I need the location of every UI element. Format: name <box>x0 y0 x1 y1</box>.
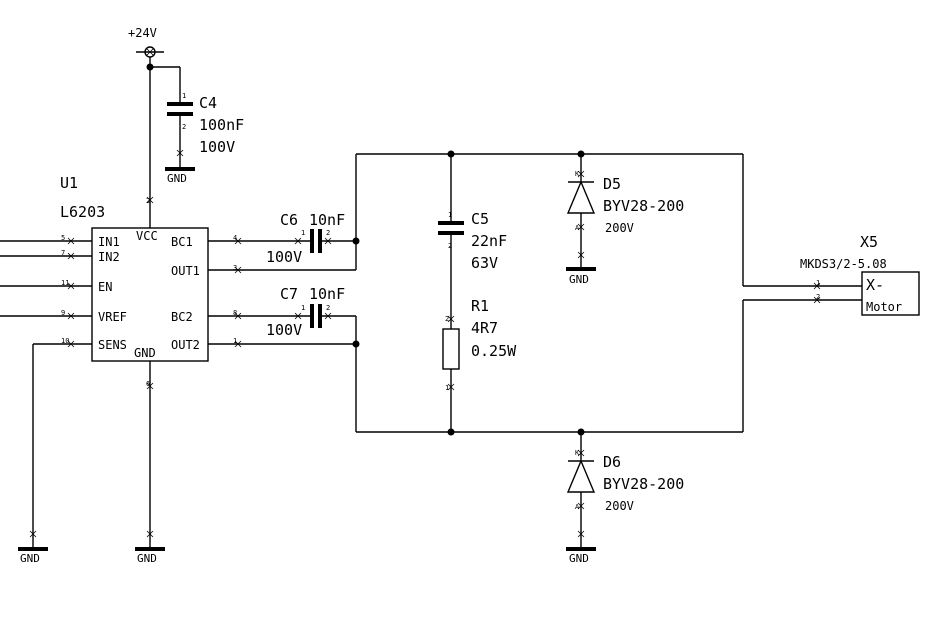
d6-ref: D6 <box>603 453 621 471</box>
capacitor-c4: 1 2 C4 100nF 100V GND <box>165 92 244 185</box>
c4-ref: C4 <box>199 94 217 112</box>
u1-pin-out2: OUT2 <box>171 338 200 352</box>
u1-pin-number-sens: 10 <box>61 337 69 345</box>
u1-pin-gnd: GND <box>134 346 156 360</box>
x5-pin2: 2 <box>816 293 820 301</box>
diode-d6: K A D6 BYV28-200 200V GND <box>566 432 684 565</box>
d5-gnd-label: GND <box>569 273 589 286</box>
d5-pin-a: A <box>575 224 580 232</box>
c5-pin1: 1 <box>448 211 452 219</box>
supply-24v: +24V <box>128 26 164 58</box>
u1-gnd-label: GND <box>137 552 157 565</box>
d6-gnd-label: GND <box>569 552 589 565</box>
r1-power: 0.25W <box>471 342 517 360</box>
c7-value: 10nF <box>309 285 345 303</box>
d6-voltage: 200V <box>605 499 634 513</box>
c6-pin1: 1 <box>301 229 305 237</box>
d5-triangle <box>566 180 596 214</box>
c7-pin2: 2 <box>326 304 330 312</box>
c6-pin2: 2 <box>326 229 330 237</box>
junction-dot <box>352 237 360 245</box>
d6-triangle <box>566 459 596 493</box>
x5-body <box>861 271 920 316</box>
u1-pin-number-in2: 7 <box>61 249 65 257</box>
d6-value: BYV28-200 <box>603 475 684 493</box>
c5-voltage: 63V <box>471 254 498 272</box>
d5-ref: D5 <box>603 175 621 193</box>
x5-line1: X- <box>866 276 884 294</box>
u1-pin-in1: IN1 <box>98 235 120 249</box>
c6-voltage: 100V <box>266 248 302 266</box>
ground-symbols-bottom: GND GND <box>18 547 165 565</box>
c5-value: 22nF <box>471 232 507 250</box>
r1-ref: R1 <box>471 297 489 315</box>
c4-pin2: 2 <box>182 123 186 131</box>
u1-pin-sens: SENS <box>98 338 127 352</box>
c7-voltage: 100V <box>266 321 302 339</box>
u1-pin-number-vref: 9 <box>61 309 65 317</box>
u1-value: L6203 <box>60 203 105 221</box>
c5-pin2: 2 <box>448 242 452 250</box>
c4-pin1: 1 <box>182 92 186 100</box>
connector-x5: X5 MKDS3/2-5.08 X- Motor 1 2 <box>800 233 920 316</box>
vcc-net <box>146 57 181 228</box>
x5-line2: Motor <box>866 300 902 314</box>
resistor-r1: 2 1 R1 4R7 0.25W <box>442 297 517 432</box>
d6-pin-a: A <box>575 503 580 511</box>
d6-pin-k: K <box>575 449 580 457</box>
u1-pin-vref: VREF <box>98 310 127 324</box>
c5-ref: C5 <box>471 210 489 228</box>
u1-pin-number-en: 11 <box>61 279 69 287</box>
c4-voltage: 100V <box>199 138 235 156</box>
u1-ref: U1 <box>60 174 78 192</box>
junction-dot <box>146 63 154 71</box>
d5-pin-k: K <box>575 170 580 178</box>
junction-dot <box>352 340 360 348</box>
r1-body <box>442 328 460 370</box>
r1-pin2: 2 <box>445 315 449 323</box>
x5-pin1: 1 <box>816 279 820 287</box>
u1-pin-out1: OUT1 <box>171 264 200 278</box>
u1-pin-number-vcc: 2 <box>146 197 150 205</box>
u1-pin-vcc: VCC <box>136 229 158 243</box>
u1-pin-in2: IN2 <box>98 250 120 264</box>
supply-label: +24V <box>128 26 157 40</box>
c7-pin1: 1 <box>301 304 305 312</box>
c6-ref: C6 <box>280 211 298 229</box>
sens-gnd-label: GND <box>20 552 40 565</box>
u1-pin-number-in1: 5 <box>61 234 65 242</box>
d5-voltage: 200V <box>605 221 634 235</box>
diode-d5: K A D5 BYV28-200 200V GND <box>566 154 684 286</box>
u1-pin-bc1: BC1 <box>171 235 193 249</box>
u1-pin-number-out1: 3 <box>233 264 237 272</box>
u1-pin-en: EN <box>98 280 112 294</box>
x5-value: MKDS3/2-5.08 <box>800 257 887 271</box>
u1-pin-bc2: BC2 <box>171 310 193 324</box>
r1-value: 4R7 <box>471 319 498 337</box>
r1-pin1: 1 <box>445 384 449 392</box>
c6-value: 10nF <box>309 211 345 229</box>
capacitor-c5: 1 2 C5 22nF 63V <box>438 154 507 329</box>
c4-value: 100nF <box>199 116 244 134</box>
capacitor-c6: 1 2 C6 10nF 100V <box>208 211 357 271</box>
c7-ref: C7 <box>280 285 298 303</box>
x5-ref: X5 <box>860 233 878 251</box>
ic-u1: U1 L6203 5 7 11 9 10 IN1 IN2 EN VREF SEN… <box>0 149 242 548</box>
capacitor-c7: 1 2 C7 10nF 100V <box>208 285 357 345</box>
output-nets <box>352 150 862 436</box>
d5-value: BYV28-200 <box>603 197 684 215</box>
c4-gnd-label: GND <box>167 172 187 185</box>
